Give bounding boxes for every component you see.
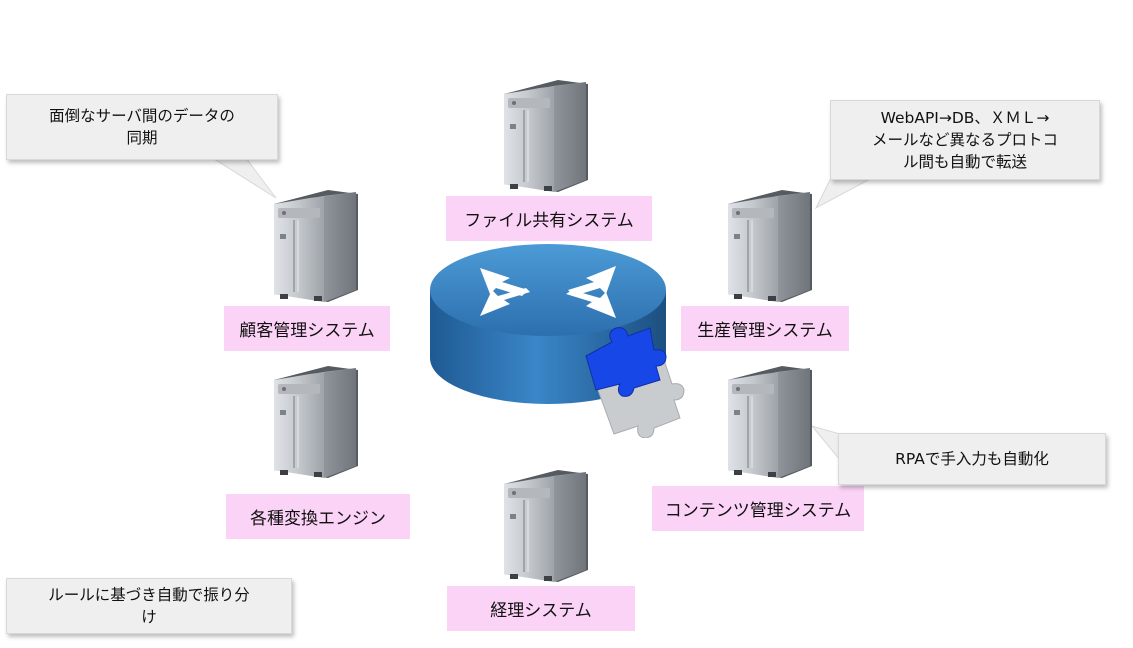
label-conversion-engine: 各種変換エンジン <box>226 494 410 539</box>
label-accounting-system: 経理システム <box>447 586 635 631</box>
server-icon <box>494 76 590 194</box>
callout-protocol: WebAPI→DB、ＸＭＬ→ メールなど異なるプロトコ ル間も自動で転送 <box>830 100 1100 180</box>
puzzle-piece-icon <box>585 327 667 397</box>
server-icon <box>718 186 814 304</box>
label-production-system: 生産管理システム <box>681 306 849 351</box>
server-icon <box>718 362 814 480</box>
router-hub-icon <box>430 244 685 438</box>
callout-tail-sync <box>199 150 277 199</box>
callout-sync: 面倒なサーバ間のデータの 同期 <box>6 94 278 160</box>
callout-rpa: RPAで手入力も自動化 <box>838 433 1106 485</box>
label-file-share-system: ファイル共有システム <box>446 196 652 241</box>
server-icon <box>264 362 360 480</box>
server-icon <box>264 186 360 304</box>
server-icon <box>494 466 590 584</box>
callout-rules: ルールに基づき自動で振り分 け <box>6 578 292 634</box>
label-contents-system: コンテンツ管理システム <box>652 486 864 531</box>
label-customer-system: 顧客管理システム <box>224 306 390 351</box>
